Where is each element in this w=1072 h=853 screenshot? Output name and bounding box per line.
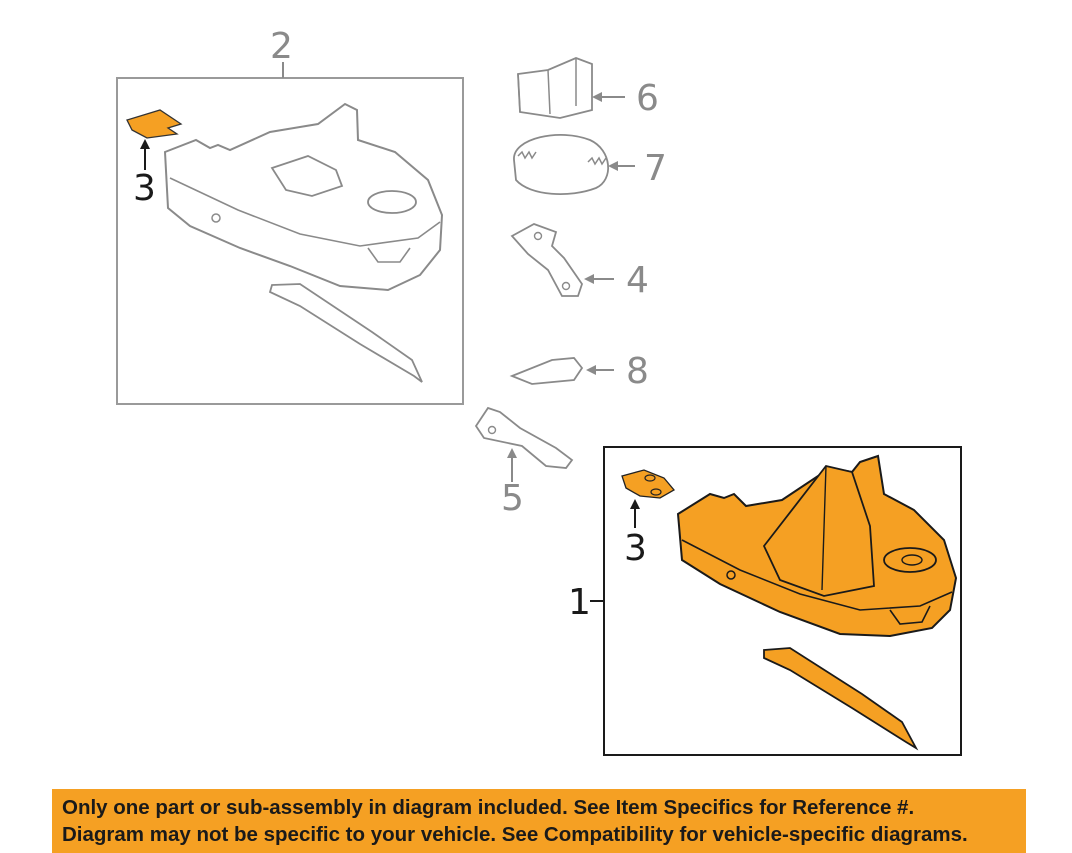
part-8-group: 8: [509, 351, 649, 392]
callout-7-arrowhead: [608, 161, 618, 171]
callout-4-arrowhead: [584, 274, 594, 284]
part-7-group: 7: [513, 133, 667, 196]
part-7-spring-coil-right: [587, 156, 607, 166]
part-6-block: [517, 57, 593, 119]
part-5-group: 5: [474, 406, 574, 519]
callout-3-arrowhead-bottom: [630, 499, 640, 509]
part-3-bracket-top: [126, 109, 183, 139]
part-7-spring-ring: [513, 133, 610, 196]
part-1-cupholder-inner: [901, 554, 923, 566]
part-6-group: 6: [517, 57, 659, 119]
part-8-pad: [509, 357, 584, 385]
part-2-front-notch: [367, 247, 411, 263]
part-4-group: 4: [510, 223, 649, 301]
assembly-2-group: 2 3: [116, 26, 464, 405]
part-1-hole: [726, 570, 736, 580]
part-1-front-notch: [889, 605, 931, 625]
part-4-bracket: [510, 223, 583, 297]
assembly-1-group: 1 3: [568, 446, 962, 756]
part-7-spring-coil-left: [517, 150, 537, 160]
part-5-bracket: [474, 406, 574, 469]
part-2-inner-ridge: [169, 177, 441, 247]
part-5-hole: [487, 425, 497, 435]
callout-6-label: 6: [636, 78, 659, 119]
callout-3-arrowhead-top: [140, 139, 150, 149]
part-3-hole-a: [644, 474, 656, 482]
callout-1-label: 1: [568, 582, 591, 623]
part-2-shifter-opening: [270, 155, 344, 197]
callout-3-label-top: 3: [133, 168, 156, 209]
assembly-2-frame: [116, 77, 464, 405]
callout-8-arrowhead: [586, 365, 596, 375]
callout-2-label: 2: [270, 26, 293, 67]
disclaimer-line-2: Diagram may not be specific to your vehi…: [62, 823, 968, 846]
part-3-hole-b: [650, 488, 662, 496]
part-1-shifter-boot: [762, 464, 875, 597]
callout-8-label: 8: [626, 351, 649, 392]
part-1-inner-ridge: [681, 539, 953, 611]
callout-6-arrowhead: [592, 92, 602, 102]
part-1-boot-seam: [821, 465, 827, 591]
part-1-trim-strip: [763, 647, 919, 751]
callout-3-label-bottom: 3: [624, 528, 647, 569]
disclaimer-banner: Only one part or sub-assembly in diagram…: [52, 789, 1026, 853]
part-6-block-edge: [517, 58, 577, 115]
part-2-trim-strip: [268, 283, 423, 383]
part-4-hole-top: [533, 231, 543, 241]
callout-4-label: 4: [626, 260, 649, 301]
callout-7-label: 7: [644, 148, 667, 189]
disclaimer-line-1: Only one part or sub-assembly in diagram…: [62, 796, 915, 819]
callout-5-label: 5: [501, 478, 524, 519]
part-2-hole: [211, 213, 221, 223]
callout-5-arrowhead: [507, 448, 517, 458]
part-4-hole-bottom: [561, 281, 571, 291]
part-3-bracket-bottom: [621, 469, 675, 499]
part-2-cupholder: [367, 190, 417, 214]
